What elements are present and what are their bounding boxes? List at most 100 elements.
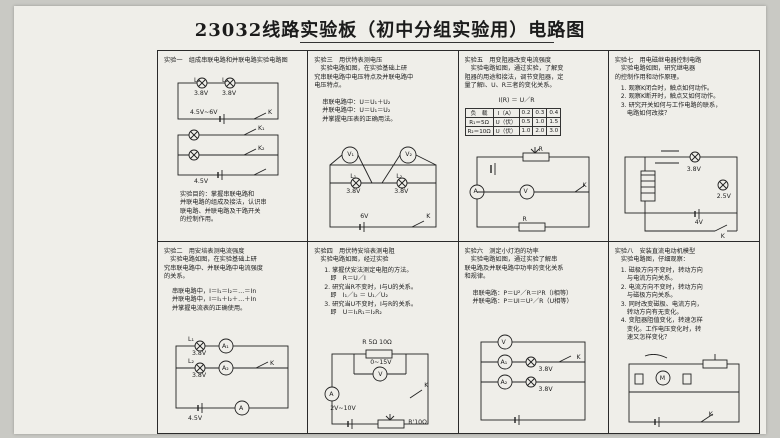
- experiment-1-lamp2-voltage: 3.8V: [222, 90, 237, 97]
- experiment-7-title: 实验七 用电磁继电器控制电路 实验电路如图，研究继电器 的控制作用和动作原理。: [614, 57, 702, 81]
- title-underline: [300, 42, 554, 43]
- table-cell: U（伏）: [492, 126, 520, 136]
- experiment-3-lamp2-voltage: 3.8V: [394, 188, 409, 195]
- experiment-3-switch-label: K: [426, 213, 431, 220]
- experiment-1-lamp1-label: L₁: [194, 77, 200, 84]
- experiment-6-ammeter2-label: A₂: [500, 379, 508, 386]
- table-cell: 1.0: [532, 117, 548, 127]
- experiment-7-battery-label: 4V: [694, 219, 703, 226]
- experiment-1-switch-label: K: [268, 109, 273, 116]
- experiment-4-description: 1. 掌握伏安法测定电阻的方法。 即 R＝U／I 2. 研究当R不变时，I与U的…: [324, 267, 418, 317]
- experiment-6-description: 串联电路：P＝U²／R＝I²R（I相等） 并联电路：P＝UI＝U²／R（U相等）: [472, 290, 573, 306]
- experiment-6-panel: 实验六 测定小灯泡的功率 实验电路如图，通过实验了解串 联电路及并联电路中功率的…: [459, 242, 609, 433]
- experiment-8-circuit: [628, 354, 740, 427]
- experiment-1-title: 实验一 组成串联电路和并联电路实验电路图: [164, 57, 288, 64]
- experiment-2-ammeter1-label: A₁: [222, 343, 229, 350]
- experiment-8-panel: 实验八 安装直流电动机模型 实验电路图，仔细观察： 1. 磁极方向不变时，转动方…: [609, 242, 759, 433]
- experiment-1-switch2-label: K₂: [258, 145, 265, 152]
- table-cell: U（伏）: [492, 117, 520, 127]
- experiment-6-lamp2-voltage: 3.8V: [538, 386, 553, 393]
- experiment-4-panel: 实验四 用伏特安培表测电阻 实验电路如图，经过实验 1. 掌握伏安法测定电阻的方…: [308, 242, 459, 433]
- table-cell: R₂＝10Ω: [464, 126, 494, 136]
- experiment-3-panel: 实验三 用伏特表测电压 实验电路如图，在实验基础上研 究串联电路中电压特点及并联…: [308, 51, 459, 242]
- experiment-5-panel: 实验五 用变阻器改变电流强度 实验电路如图，通过实验，了解变 阻器的用途和接法，…: [458, 51, 609, 242]
- experiment-8-motor-label: M: [659, 375, 666, 382]
- experiment-6-ammeter1-label: A₁: [500, 359, 508, 366]
- experiment-1-switch1-label: K₁: [258, 125, 265, 132]
- experiment-3-lamp1-label: L₁: [350, 173, 357, 180]
- experiment-3-voltmeter2-label: V₂: [405, 151, 412, 158]
- table-cell: 负 载: [464, 108, 494, 118]
- experiment-grid: 实验一 组成串联电路和并联电路实验电路图 L₁ 3.8V L₂ 3.8V 4.5…: [157, 50, 760, 434]
- experiment-3-circuit: [329, 146, 437, 232]
- table-cell: 0.4: [546, 108, 562, 118]
- experiment-6-circuit: [480, 334, 585, 425]
- experiment-7-switch-label: K: [720, 233, 725, 240]
- experiment-5-ammeter-label: A: [473, 188, 478, 195]
- experiment-7-panel: 实验七 用电磁继电器控制电路 实验电路如图，研究继电器 的控制作用和动作原理。 …: [608, 51, 759, 242]
- experiment-5-circuit: [469, 147, 589, 232]
- experiment-4-rheostat-label: R'10Ω: [408, 419, 427, 426]
- experiment-2-title: 实验二 用安培表测电流强度 实验电路如图，在实验基础上研 究串联电路中、并联电路…: [164, 248, 263, 281]
- page-title: 23032线路实验板（初中分组实验用）电路图: [194, 20, 586, 41]
- experiment-1-lamp2-label: L₂: [222, 77, 228, 84]
- experiment-1-panel: 实验一 组成串联电路和并联电路实验电路图 L₁ 3.8V L₂ 3.8V 4.5…: [158, 51, 309, 242]
- table-cell: 0.3: [532, 108, 548, 118]
- experiment-5-resistor-label: R: [522, 216, 527, 223]
- experiment-4-resistor-label: R 5Ω 10Ω: [362, 339, 392, 346]
- experiment-8-title: 实验八 安装直流电动机模型 实验电路图，仔细观察：: [614, 248, 696, 264]
- experiment-3-lamp2-label: L₂: [396, 173, 403, 180]
- experiment-7-circuit: [624, 150, 738, 232]
- experiment-4-battery-label: 2V~10V: [330, 405, 356, 412]
- experiment-3-title: 实验三 用伏特表测电压 实验电路如图，在实验基础上研 究串联电路中电压特点及并联…: [314, 57, 414, 90]
- experiment-4-title: 实验四 用伏特安培表测电阻 实验电路如图，经过实验: [314, 248, 395, 264]
- table-cell: R₁＝5Ω: [464, 117, 494, 127]
- experiment-4-switch-label: K: [424, 382, 429, 389]
- experiment-1-lamp1-voltage: 3.8V: [194, 90, 209, 97]
- experiment-5-switch-label: K: [582, 182, 587, 189]
- experiment-1-description: 实验目的：掌握串联电路和 并联电路的组成及接法，认识串 联电路、并联电路及干路开…: [180, 191, 267, 224]
- table-cell: 0.2: [518, 108, 534, 118]
- experiment-2-description: 串联电路中，I＝I₁＝I₂＝…＝In 并联电路中，I＝I₁＋I₂＋…＋In 并掌…: [172, 288, 257, 312]
- experiment-4-voltmeter-label: V: [378, 371, 383, 378]
- experiment-1-battery-label: 4.5V~6V: [190, 109, 218, 116]
- experiment-8-switch-label: K: [708, 411, 713, 418]
- experiment-3-description: 串联电路中：U＝U₁＋U₂ 并联电路中：U＝U₁＝U₂ 并掌握电压表的正确用法。: [322, 99, 397, 123]
- experiment-2-lamp2-voltage: 3.8V: [192, 372, 207, 379]
- experiment-6-switch-label: K: [576, 354, 581, 361]
- experiment-2-panel: 实验二 用安培表测电流强度 实验电路如图，在实验基础上研 究串联电路中、并联电路…: [158, 242, 309, 433]
- worksheet-page: 23032线路实验板（初中分组实验用）电路图 实验一 组成串联电路和并联电路实验…: [14, 6, 766, 434]
- experiment-6-voltmeter-label: V: [501, 339, 506, 346]
- experiment-5-formula: I(R) ＝ U／R: [498, 97, 535, 104]
- experiment-2-circuit: [175, 338, 289, 416]
- table-cell: I（A）: [492, 108, 520, 118]
- experiment-6-lamp1-voltage: 3.8V: [538, 366, 553, 373]
- table-cell: 3.0: [546, 126, 562, 136]
- experiment-2-lamp2-label: L₂: [188, 358, 194, 365]
- experiment-5-rheostat-label: R: [538, 146, 543, 153]
- experiment-1-battery2-label: 4.5V: [194, 178, 209, 185]
- experiment-2-switch-label: K: [270, 360, 275, 367]
- table-cell: 1.0: [518, 126, 534, 136]
- experiment-3-battery-label: 6V: [360, 213, 369, 220]
- experiment-3-lamp1-voltage: 3.8V: [346, 188, 361, 195]
- experiment-2-battery-label: 4.5V: [188, 415, 203, 422]
- experiment-2-ammeter-label: A: [239, 405, 244, 412]
- experiment-2-ammeter2-label: A₂: [222, 365, 229, 372]
- experiment-8-description: 1. 磁极方向不变时，转动方向 与电流方向关系。 2. 电流方向不变时，转动方向…: [620, 267, 703, 342]
- experiment-3-voltmeter1-label: V₁: [347, 151, 354, 158]
- experiment-6-title: 实验六 测定小灯泡的功率 实验电路如图，通过实验了解串 联电路及并联电路中功率的…: [464, 248, 564, 281]
- experiment-1-circuit: [177, 77, 279, 180]
- experiment-5-title: 实验五 用变阻器改变电流强度 实验电路如图，通过实验，了解变 阻器的用途和接法，…: [464, 57, 564, 90]
- table-cell: 1.5: [546, 117, 562, 127]
- experiment-7-lamp2-voltage: 2.5V: [716, 193, 731, 200]
- experiment-4-circuit: [324, 349, 429, 429]
- table-cell: 2.0: [532, 126, 548, 136]
- experiment-2-lamp1-label: L₁: [188, 336, 194, 343]
- experiment-7-lamp1-voltage: 3.8V: [686, 166, 701, 173]
- experiment-2-lamp1-voltage: 3.8V: [192, 350, 207, 357]
- experiment-5-voltmeter-label: V: [523, 188, 528, 195]
